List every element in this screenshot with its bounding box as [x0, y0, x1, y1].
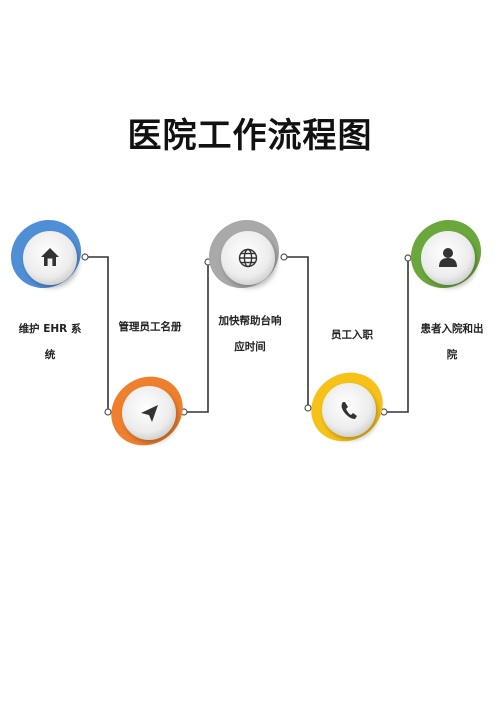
step-label-5: 患者入院和出 院	[410, 316, 494, 368]
step-label-line: 维护 EHR 系	[18, 323, 82, 335]
step-label-line: 应时间	[234, 341, 266, 353]
step-label-line: 患者入院和出	[420, 323, 484, 335]
page-title: 医院工作流程图	[127, 116, 373, 156]
step-label-3: 加快帮助台响 应时间	[208, 308, 292, 360]
step-label-line: 员工入职	[331, 329, 373, 341]
connector-dot	[404, 254, 412, 262]
home-icon	[41, 248, 59, 266]
connector-dot	[280, 253, 288, 261]
step-label-line: 院	[446, 349, 458, 361]
step-label-line: 管理员工名册	[118, 321, 182, 333]
connector-dot	[304, 404, 312, 412]
node-disc	[322, 383, 376, 437]
step-label-1: 维护 EHR 系 统	[8, 316, 92, 368]
globe-icon	[238, 248, 258, 268]
phone-icon	[341, 402, 357, 419]
step-label-line: 统	[44, 349, 56, 361]
person-icon	[439, 248, 457, 267]
step-label-2: 管理员工名册	[108, 314, 192, 340]
step-label-line: 加快帮助台响	[218, 315, 282, 327]
connector-dot	[81, 253, 89, 261]
step-label-4: 员工入职	[310, 322, 394, 348]
paper-plane-icon	[141, 405, 158, 422]
connector-dot	[104, 408, 112, 416]
